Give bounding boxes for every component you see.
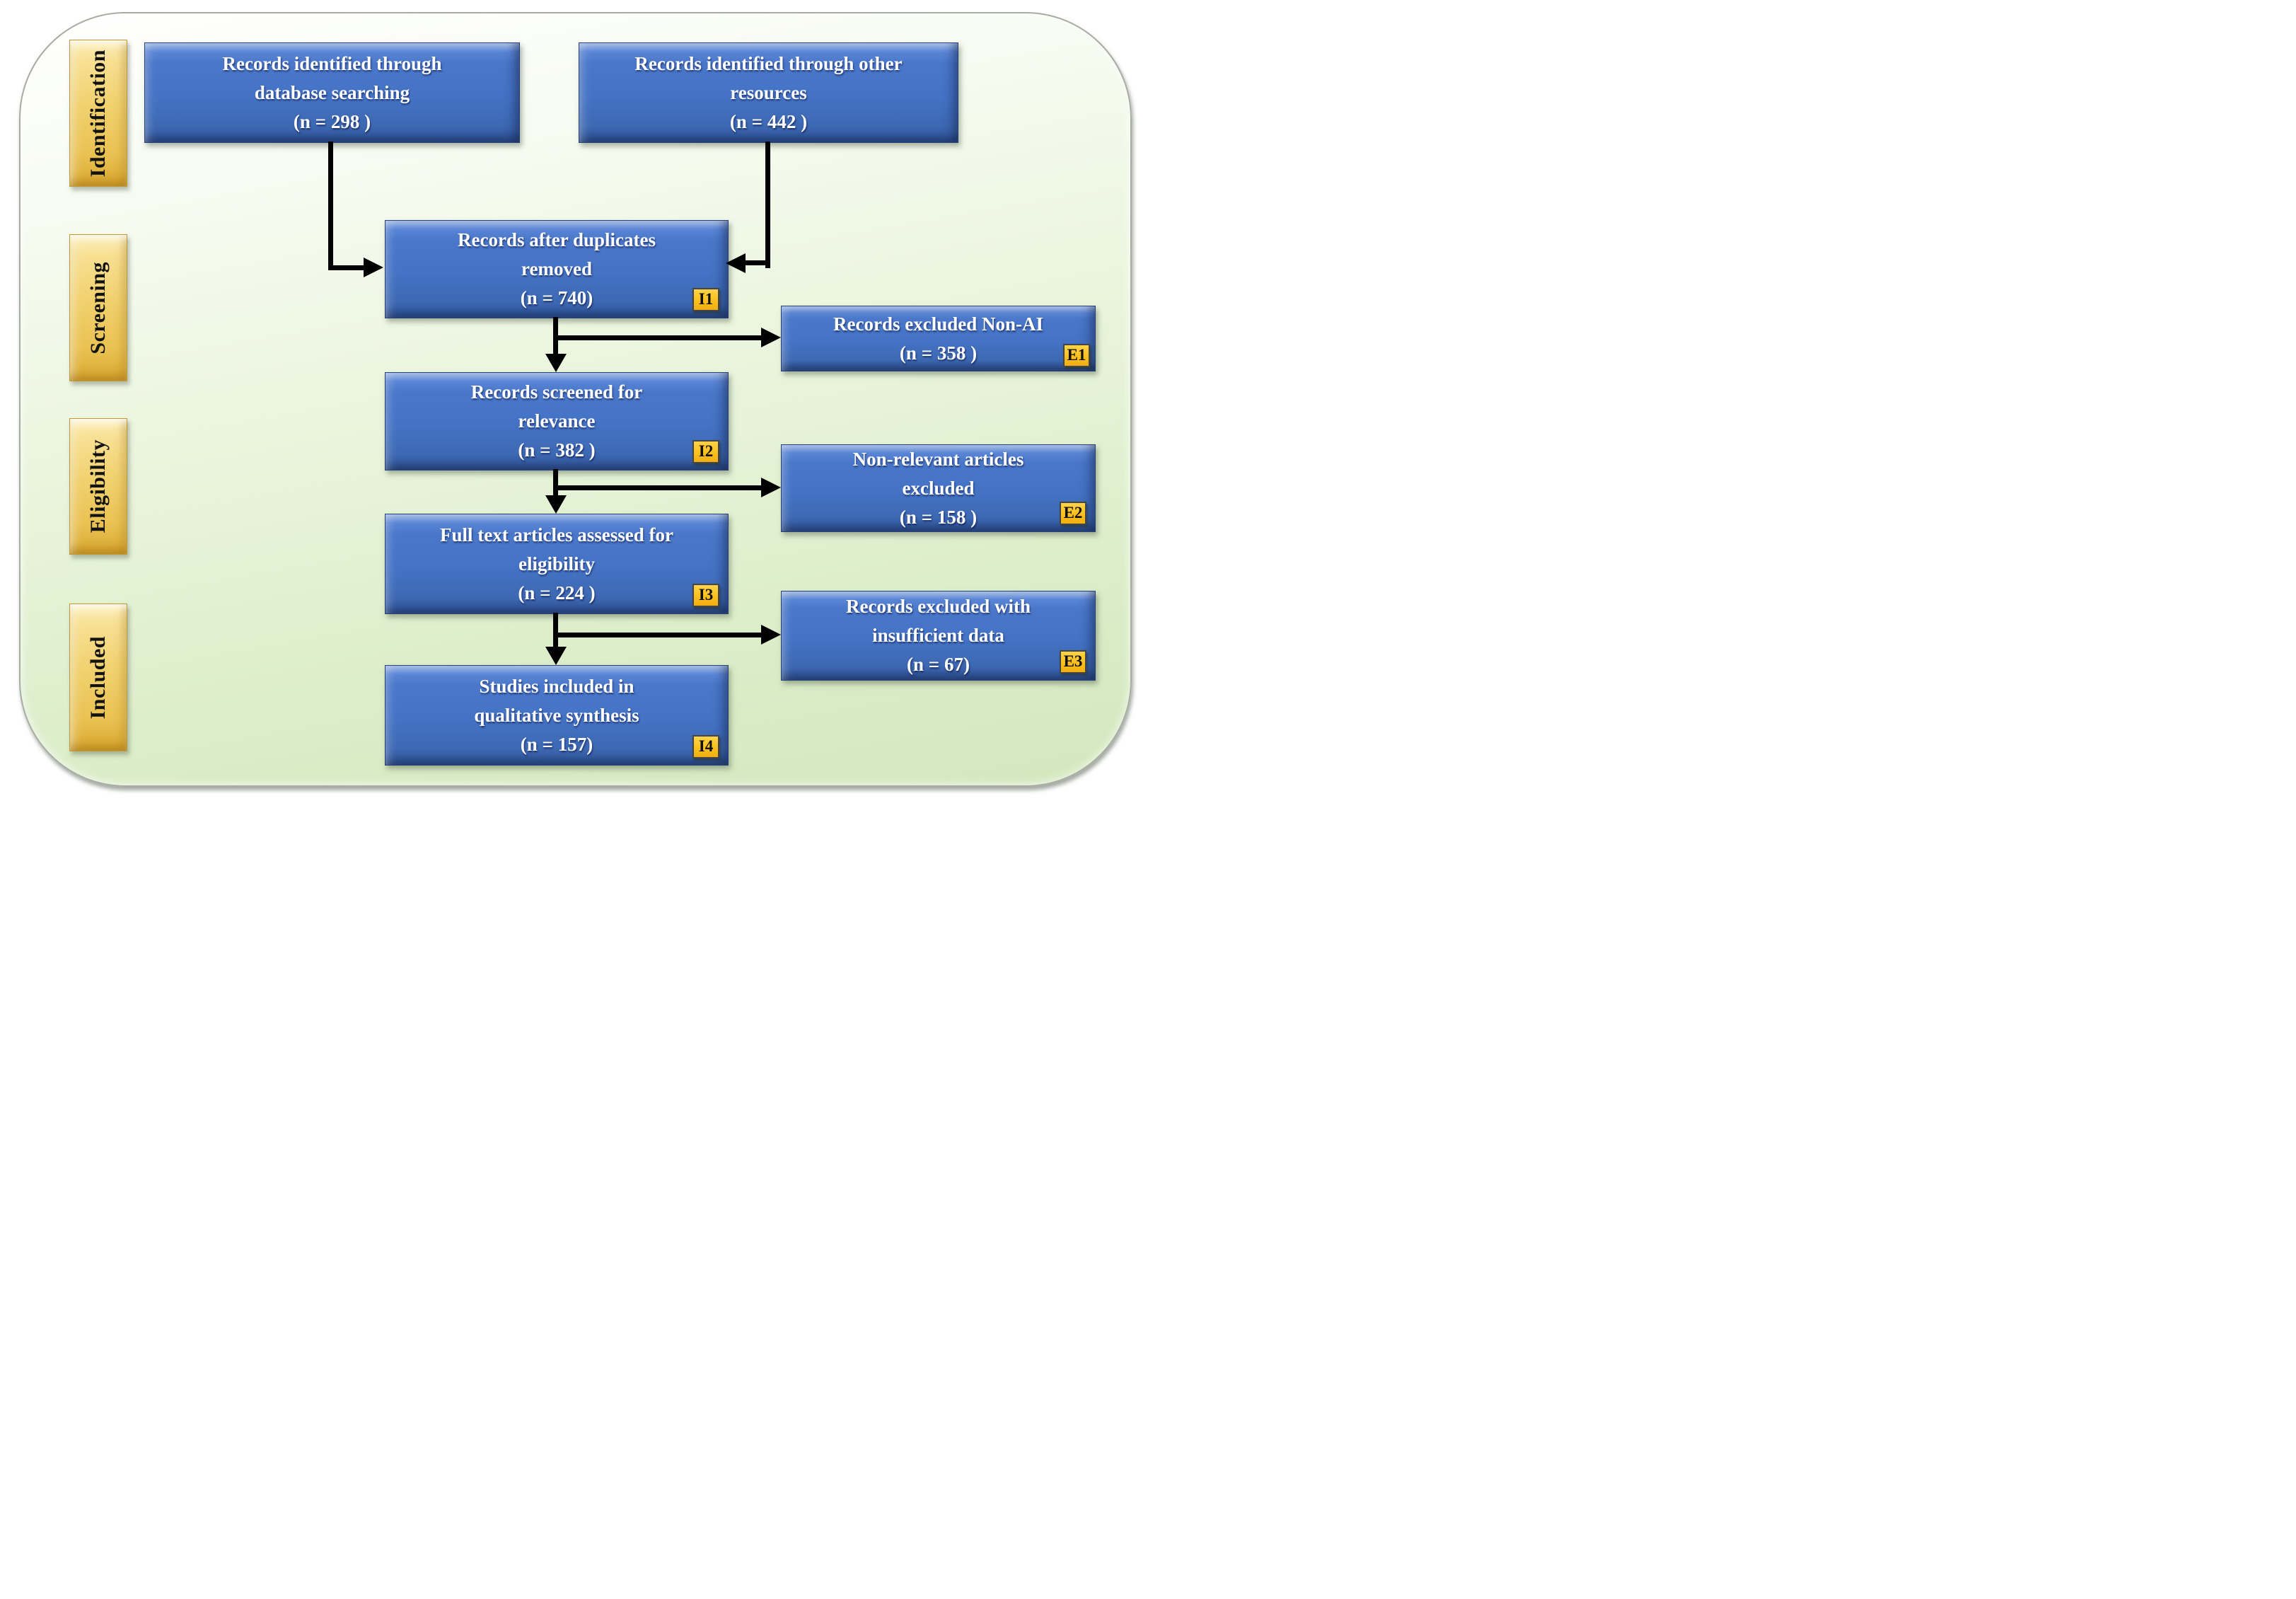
box-count-line: (n = 158 ): [899, 506, 978, 528]
connector-db-to-dup-vertical: [328, 142, 333, 270]
box-count-line: (n = 67): [907, 654, 970, 675]
stage-included: Included: [69, 604, 127, 751]
box-text-line: Records screened for: [470, 381, 643, 403]
connector-other-to-dup-vertical: [765, 142, 770, 268]
box-records-database-searching: Records identified through database sear…: [144, 42, 520, 143]
box-fulltext-assessed: Full text articles assessed for eligibil…: [385, 514, 729, 614]
box-text-line: Records excluded with: [846, 596, 1031, 617]
arrowhead-into-studies: [545, 647, 567, 665]
box-count-line: (n = 442 ): [729, 110, 808, 132]
stage-eligibility-label: Eligibility: [86, 439, 110, 533]
box-text-line: qualitative synthesis: [474, 704, 639, 726]
box-records-other-resources: Records identified through other resourc…: [579, 42, 958, 143]
prisma-flow-diagram: Identification Screening Eligibility Inc…: [0, 0, 1148, 800]
connector-branch-to-e2: [556, 485, 763, 490]
box-count-line: (n = 740): [520, 287, 593, 308]
arrowhead-into-duplicates-left: [364, 258, 383, 277]
badge-i3: I3: [692, 584, 719, 607]
box-count-line: (n = 358 ): [899, 342, 978, 364]
badge-i1: I1: [692, 288, 719, 311]
connector-db-to-dup-horizontal: [328, 265, 369, 270]
stage-screening-label: Screening: [86, 261, 110, 354]
arrowhead-into-e1: [761, 328, 781, 347]
box-excluded-non-ai: Records excluded Non-AI (n = 358 ) E1: [781, 306, 1096, 371]
stage-identification-label: Identification: [86, 49, 110, 178]
box-text-line: Records identified through: [222, 52, 442, 74]
box-text-line: Full text articles assessed for: [440, 524, 673, 545]
connector-branch-to-e1: [556, 335, 763, 340]
box-records-screened: Records screened for relevance (n = 382 …: [385, 372, 729, 471]
badge-i2: I2: [692, 440, 719, 463]
box-text-line: Records identified through other: [634, 52, 903, 74]
box-count-line: (n = 157): [520, 733, 593, 755]
box-text-line: removed: [521, 258, 592, 279]
arrowhead-into-e3: [761, 625, 781, 645]
box-count-line: (n = 382 ): [518, 439, 596, 461]
connector-other-to-dup-horizontal: [743, 260, 768, 265]
stage-included-label: Included: [86, 635, 110, 720]
stage-screening: Screening: [69, 234, 127, 381]
box-text-line: Studies included in: [479, 675, 634, 697]
arrowhead-into-fulltext: [545, 495, 567, 514]
arrowhead-into-screened: [545, 354, 567, 372]
box-duplicates-removed: Records after duplicates removed (n = 74…: [385, 220, 729, 318]
box-text-line: Records after duplicates: [458, 229, 656, 250]
box-text-line: eligibility: [518, 553, 595, 575]
box-text-line: insufficient data: [872, 625, 1004, 646]
badge-e1: E1: [1063, 344, 1090, 367]
box-text-line: excluded: [902, 477, 975, 499]
box-text-line: Records excluded Non-AI: [833, 313, 1043, 335]
box-text-line: Non-relevant articles: [852, 448, 1024, 470]
badge-i4: I4: [692, 735, 719, 758]
box-text-line: resources: [730, 81, 807, 103]
badge-e3: E3: [1060, 650, 1086, 674]
box-text-line: relevance: [518, 410, 596, 432]
connector-dup-to-screen-vertical: [553, 317, 558, 357]
box-count-line: (n = 224 ): [518, 582, 596, 604]
box-nonrelevant-excluded: Non-relevant articles excluded (n = 158 …: [781, 444, 1096, 532]
badge-e2: E2: [1060, 502, 1086, 525]
stage-identification: Identification: [69, 40, 127, 187]
box-text-line: database searching: [254, 81, 410, 103]
connector-branch-to-e3: [556, 633, 763, 637]
connector-fulltext-to-studies-vertical: [553, 613, 558, 650]
connector-screen-to-fulltext-vertical: [553, 469, 558, 497]
stage-eligibility: Eligibility: [69, 418, 127, 555]
box-count-line: (n = 298 ): [293, 110, 371, 132]
arrowhead-into-duplicates-right: [726, 253, 746, 273]
box-studies-included: Studies included in qualitative synthesi…: [385, 665, 729, 766]
box-excluded-insufficient-data: Records excluded with insufficient data …: [781, 591, 1096, 681]
arrowhead-into-e2: [761, 478, 781, 497]
